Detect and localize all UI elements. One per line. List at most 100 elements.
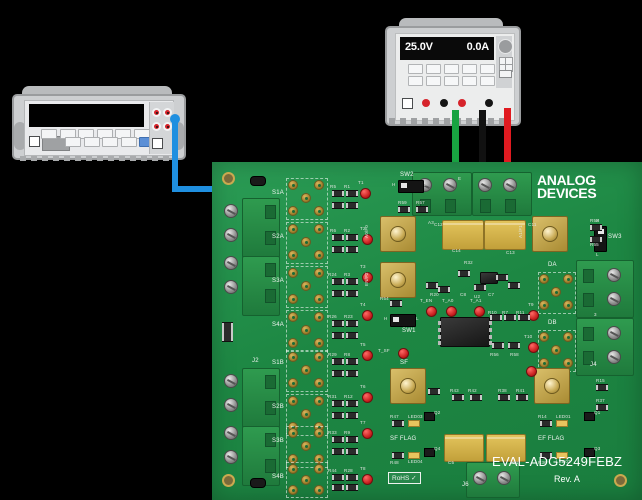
multimeter-key[interactable] (83, 137, 100, 147)
psu-wide-button[interactable] (498, 70, 512, 78)
silk-label-da: DA (548, 262, 557, 268)
psu-control-panel[interactable] (496, 36, 513, 88)
output-terminal-block-da[interactable] (576, 260, 634, 318)
silk-label-t5: T5 (360, 342, 366, 347)
blue-wire-vertical (172, 118, 178, 192)
terminal-screw[interactable] (224, 450, 238, 464)
terminal-screw[interactable] (607, 268, 621, 282)
switch-sw1[interactable] (390, 314, 416, 327)
test-point-tsf[interactable] (398, 348, 409, 359)
power-terminal-block-2[interactable] (472, 172, 532, 216)
silk-label-led02: LED02 (556, 459, 571, 464)
sma-connector-ef[interactable] (534, 368, 570, 404)
silk-label-t2: T2 (360, 226, 366, 231)
terminal-screw[interactable] (607, 292, 621, 306)
test-point-t7[interactable] (362, 428, 373, 439)
silk-label-sw3: SW3 (608, 234, 622, 240)
multimeter-keypad[interactable] (27, 129, 168, 153)
psu-output-post-1[interactable] (422, 99, 430, 107)
terminal-screw[interactable] (607, 350, 621, 364)
test-point-t2[interactable] (362, 234, 373, 245)
silk-label-ta0: T_A0 (442, 298, 454, 303)
signal-terminal-block-1a[interactable] (242, 198, 280, 258)
test-point-t3[interactable] (362, 272, 373, 283)
psu-key[interactable] (408, 76, 423, 86)
rohs-badge: RoHS ✓ (388, 472, 421, 484)
psu-key[interactable] (444, 76, 459, 86)
psu-key[interactable] (444, 64, 459, 74)
psu-key[interactable] (408, 64, 423, 74)
test-point-t1[interactable] (360, 188, 371, 199)
terminal-screw[interactable] (503, 178, 517, 192)
psu-output-post-3[interactable] (458, 99, 466, 107)
terminal-screw[interactable] (224, 256, 238, 270)
multimeter-terminal[interactable] (152, 108, 161, 117)
multimeter-terminal-panel[interactable] (149, 102, 174, 154)
multimeter-key-row-bottom[interactable] (65, 137, 155, 147)
test-point-ta0[interactable] (446, 306, 457, 317)
multimeter-terminal[interactable] (163, 108, 172, 117)
silk-label-j6: J6 (462, 482, 469, 488)
psu-key[interactable] (426, 64, 441, 74)
silk-label-s2a: S2A (272, 234, 284, 240)
silk-label-sw2: SW2 (400, 172, 414, 178)
test-point-ten[interactable] (426, 306, 437, 317)
psu-key[interactable] (462, 64, 477, 74)
psu-display: 25.0V 0.0A (400, 37, 494, 60)
bottom-terminal-block[interactable] (466, 462, 520, 498)
multimeter-key[interactable] (41, 129, 57, 139)
psu-output-post-4[interactable] (485, 99, 493, 107)
multimeter-key[interactable] (65, 137, 81, 147)
silk-label-db: DB (548, 320, 557, 326)
sma-connector-sf[interactable] (390, 368, 426, 404)
terminal-screw[interactable] (473, 471, 487, 485)
psu-key-row-bottom[interactable] (408, 76, 495, 86)
multimeter-terminal[interactable] (163, 122, 172, 131)
terminal-screw[interactable] (224, 204, 238, 218)
multimeter-key[interactable] (120, 137, 137, 147)
silk-label-sw2-l: L (424, 182, 427, 187)
test-point-t10[interactable] (528, 342, 539, 353)
switch-sw2[interactable] (398, 180, 424, 193)
terminal-screw[interactable] (224, 398, 238, 412)
test-point-tef[interactable] (526, 366, 537, 377)
psu-power-button[interactable] (402, 98, 413, 109)
psu-rotary-knob[interactable] (497, 39, 513, 54)
pad-array-s3a (286, 266, 328, 308)
output-terminal-block-db[interactable] (576, 318, 634, 376)
sma-connector-enf2[interactable] (380, 262, 416, 298)
psu-key[interactable] (480, 76, 495, 86)
terminal-screw[interactable] (607, 326, 621, 340)
test-point-ta1[interactable] (474, 306, 485, 317)
signal-terminal-block-2a[interactable] (242, 256, 280, 316)
psu-key-row-top[interactable] (408, 64, 495, 74)
silk-label-sf-flag: SF FLAG (390, 436, 417, 442)
sma-connector-a0f0[interactable] (380, 216, 416, 252)
test-point-t5[interactable] (362, 350, 373, 361)
test-point-t6[interactable] (362, 392, 373, 403)
silk-label-sw2-h: H (392, 182, 396, 187)
test-point-t4[interactable] (362, 310, 373, 321)
signal-terminal-block-2b[interactable] (242, 426, 280, 486)
pad-array-s4a (286, 310, 328, 352)
multimeter-terminal[interactable] (152, 122, 161, 131)
psu-key[interactable] (426, 76, 441, 86)
terminal-screw[interactable] (497, 471, 511, 485)
terminal-screw[interactable] (443, 178, 457, 192)
sma-connector-a1f1[interactable] (532, 216, 568, 252)
terminal-screw[interactable] (478, 178, 492, 192)
signal-terminal-block-1b[interactable] (242, 368, 280, 428)
psu-key[interactable] (480, 64, 495, 74)
multimeter-power-button[interactable] (29, 136, 40, 147)
multimeter-display (29, 104, 144, 127)
multimeter-key[interactable] (102, 137, 118, 147)
mounting-hole (222, 172, 235, 185)
psu-output-post-2[interactable] (440, 99, 448, 107)
psu-key[interactable] (462, 76, 477, 86)
test-point-t8[interactable] (362, 474, 373, 485)
terminal-screw[interactable] (224, 426, 238, 440)
terminal-screw[interactable] (224, 280, 238, 294)
terminal-screw[interactable] (224, 228, 238, 242)
terminal-screw[interactable] (224, 374, 238, 388)
multimeter-aux-button[interactable] (152, 138, 163, 149)
